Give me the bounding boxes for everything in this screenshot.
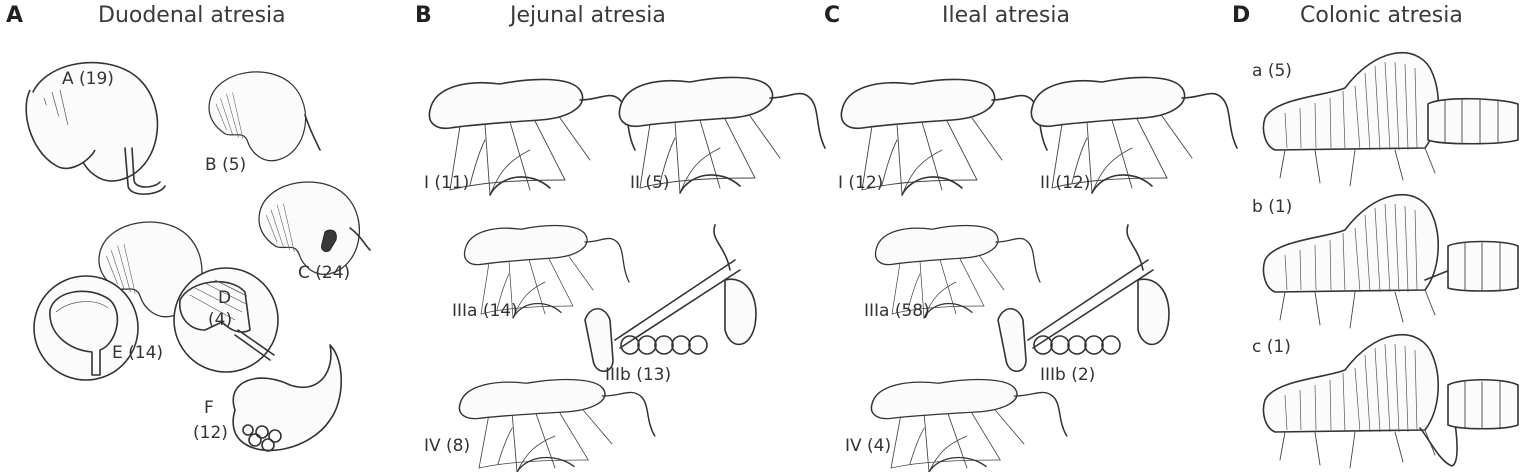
type-label: IIIb (13): [605, 365, 671, 385]
type-label: D: [218, 288, 231, 308]
panel-b: B Jejunal atresia I (11) II (5) IIIa (14…: [415, 3, 826, 472]
type-label: II (12): [1040, 173, 1090, 193]
panel-d: D Colonic atresia a (5) b (1) c (1): [1232, 3, 1519, 469]
type-label: C (24): [298, 263, 350, 283]
type-label: IIIa (58): [864, 301, 930, 321]
panel-a: A Duodenal atresia A (19) B (5) C (24): [6, 3, 371, 452]
duodenal-type-f-illustration: [232, 344, 343, 452]
type-label: a (5): [1252, 61, 1292, 81]
duodenal-type-c-illustration: [258, 181, 371, 275]
type-label: c (1): [1252, 337, 1291, 357]
type-label: IV (4): [845, 436, 891, 456]
panel-title: Ileal atresia: [942, 3, 1070, 28]
colonic-type-c-illustration: [1262, 333, 1519, 469]
panel-letter: A: [6, 3, 23, 28]
colonic-type-b-illustration: [1262, 193, 1519, 329]
duodenal-type-a-illustration: [25, 61, 166, 195]
duodenal-type-de-illustration: [33, 221, 279, 381]
type-label: II (5): [630, 173, 670, 193]
type-label: B (5): [205, 155, 246, 175]
panel-title: Jejunal atresia: [508, 3, 666, 28]
colonic-type-a-illustration: [1262, 51, 1519, 187]
type-label: E (14): [112, 343, 163, 363]
panel-letter: D: [1232, 3, 1250, 28]
type-label: b (1): [1252, 197, 1292, 217]
panel-title: Duodenal atresia: [98, 3, 286, 28]
ileal-type-iiib-illustration: [997, 224, 1170, 373]
panel-title: Colonic atresia: [1300, 3, 1463, 28]
type-label: F: [204, 398, 214, 418]
panel-letter: C: [824, 3, 840, 28]
type-label: A (19): [62, 69, 114, 89]
ileal-type-iv-illustration: [870, 378, 1068, 472]
type-label: I (12): [838, 173, 883, 193]
jejunal-type-iiib-illustration: [584, 224, 757, 373]
type-label: (4): [208, 310, 232, 330]
type-label: IV (8): [424, 436, 470, 456]
panel-c: C Ileal atresia I (12) II (12) IIIa (58)…: [824, 3, 1238, 472]
panel-letter: B: [415, 3, 432, 28]
type-label: IIIa (14): [452, 301, 518, 321]
type-label: IIIb (2): [1040, 365, 1095, 385]
type-label: I (11): [424, 173, 469, 193]
type-label: (12): [193, 423, 228, 443]
duodenal-type-b-illustration: [208, 71, 321, 162]
jejunal-type-iv-illustration: [458, 378, 656, 472]
